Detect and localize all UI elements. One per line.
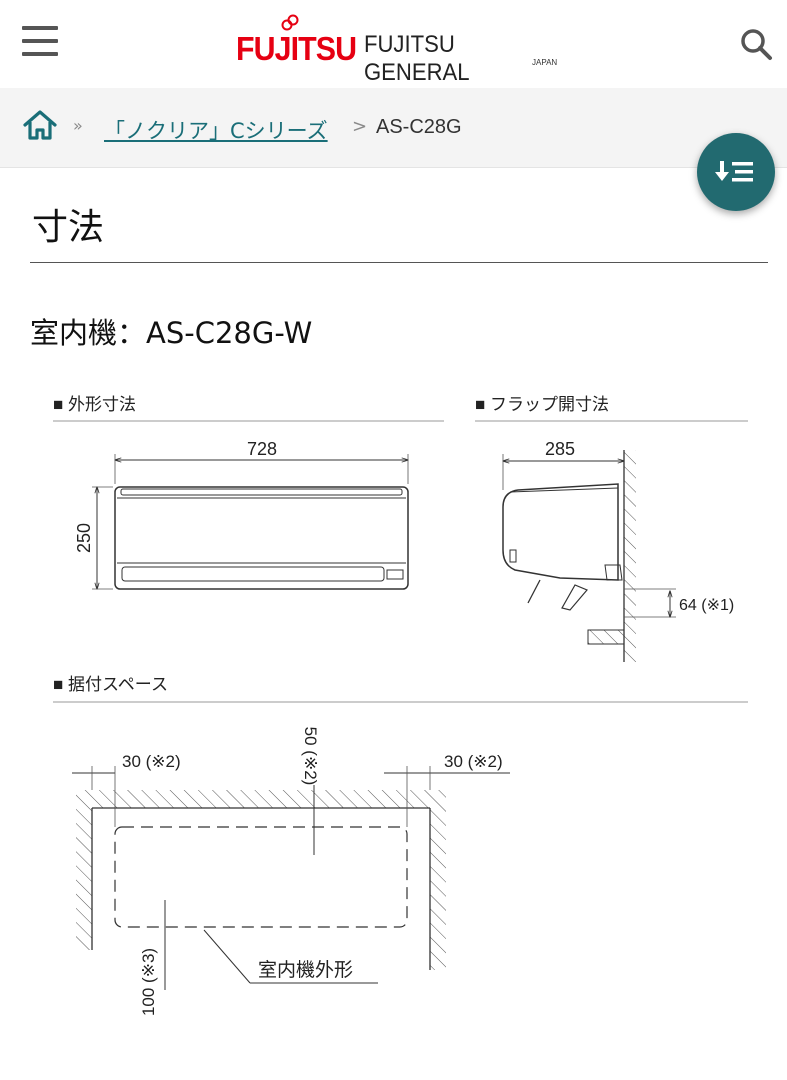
left-space-label: 30 (※2) [122,752,181,771]
breadcrumb-series-link[interactable]: 「ノクリア」Cシリーズ [104,119,328,143]
home-icon[interactable] [22,108,58,142]
logo-japan-text: JAPAN [532,58,558,67]
side-view-unit [502,483,623,611]
sort-down-list-icon [715,161,753,182]
floor-ledge [587,629,625,645]
width-label: 728 [247,439,277,459]
outline-leader-line [203,929,251,984]
logo-general-text: FUJITSU GENERAL [364,31,470,86]
front-view-unit [114,486,409,590]
ceiling-hatch [92,790,430,808]
flap-drop-label: 64 (※1) [679,597,734,614]
flap-depth-label: 285 [545,439,575,459]
site-header: FUJITSU FUJITSU GENERAL JAPAN [0,0,787,89]
breadcrumb-separator: » [73,116,83,135]
title-divider [30,262,768,263]
search-icon[interactable] [738,26,774,62]
outer-dimension-title: ■ 外形寸法 [53,395,136,414]
breadcrumb-arrow: > [352,116,368,137]
right-space-label: 30 (※2) [444,752,503,771]
install-space-title: ■ 据付スペース [53,675,168,694]
outline-label: 室内機外形 [258,959,353,981]
left-wall-hatch [76,790,92,950]
dimension-drawing: ■ 外形寸法 ■ フラップ開寸法 728 250 285 64 (※1) ■ 据… [53,395,748,1016]
logo-fujitsu-text: FUJITSU [236,30,357,67]
breadcrumb-current: AS-C28G [376,116,462,138]
bottom-space-label: 100 (※3) [139,948,158,1016]
indoor-unit-outline [114,826,408,928]
right-wall-hatch [430,790,446,970]
page-index-button[interactable] [697,133,775,211]
page-title: 寸法 [32,207,105,248]
model-heading: 室内機：AS-C28G-W [30,316,313,350]
fujitsu-general-logo[interactable]: FUJITSU FUJITSU GENERAL JAPAN [236,14,576,86]
side-wall [624,450,636,662]
breadcrumb: » 「ノクリア」Cシリーズ > AS-C28G [0,88,787,168]
flap-dimension-title: ■ フラップ開寸法 [475,395,609,414]
hamburger-menu-icon[interactable] [22,26,60,62]
fujitsu-infinity-mark-icon [281,14,299,31]
height-label: 250 [74,523,94,553]
top-space-label: 50 (※2) [301,727,320,786]
